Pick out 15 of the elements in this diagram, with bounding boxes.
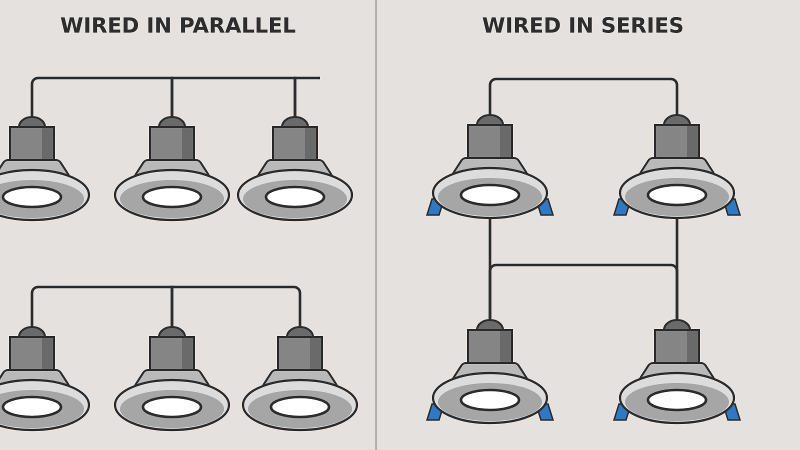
wire xyxy=(488,78,678,115)
downlight-drawing xyxy=(114,116,230,222)
wire xyxy=(170,76,296,117)
downlight-drawing xyxy=(0,116,90,222)
wire xyxy=(30,286,174,327)
downlight-drawing xyxy=(242,326,358,432)
downlight-drawing xyxy=(0,326,90,432)
wire xyxy=(488,264,678,320)
panel-heading: WIRED IN PARALLEL xyxy=(60,17,296,33)
downlight-drawing xyxy=(114,326,230,432)
downlight-drawing xyxy=(236,116,354,222)
wire xyxy=(294,76,320,117)
wire xyxy=(170,286,302,327)
panel-heading: WIRED IN SERIES xyxy=(482,17,682,33)
wire xyxy=(30,76,174,117)
